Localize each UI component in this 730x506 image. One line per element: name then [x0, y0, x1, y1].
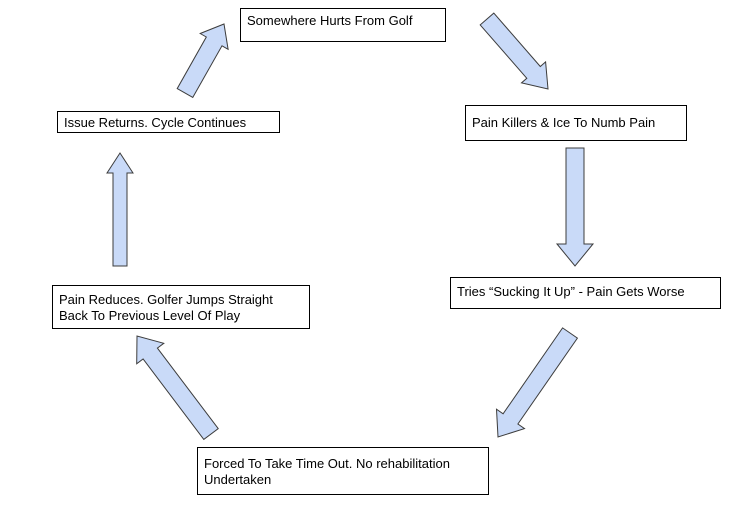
- arrow-forced-to-reduces: [495, 327, 579, 438]
- node-sucking-it-up: Tries “Sucking It Up” - Pain Gets Worse: [450, 277, 721, 309]
- arrow-returns-to-hurts: [106, 152, 134, 267]
- arrow-hurts-to-painkillers: [176, 23, 229, 99]
- node-pain-reduces: Pain Reduces. Golfer Jumps Straight Back…: [52, 285, 310, 329]
- arrow-sucking-to-forced: [555, 147, 595, 267]
- arrow-reduces-to-returns: [136, 335, 219, 441]
- arrow-painkillers-to-sucking: [479, 12, 549, 90]
- node-issue-returns: Issue Returns. Cycle Continues: [57, 111, 280, 133]
- node-pain-killers: Pain Killers & Ice To Numb Pain: [465, 105, 687, 141]
- node-forced-time-out: Forced To Take Time Out. No rehabilitati…: [197, 447, 489, 495]
- node-somewhere-hurts: Somewhere Hurts From Golf: [240, 8, 446, 42]
